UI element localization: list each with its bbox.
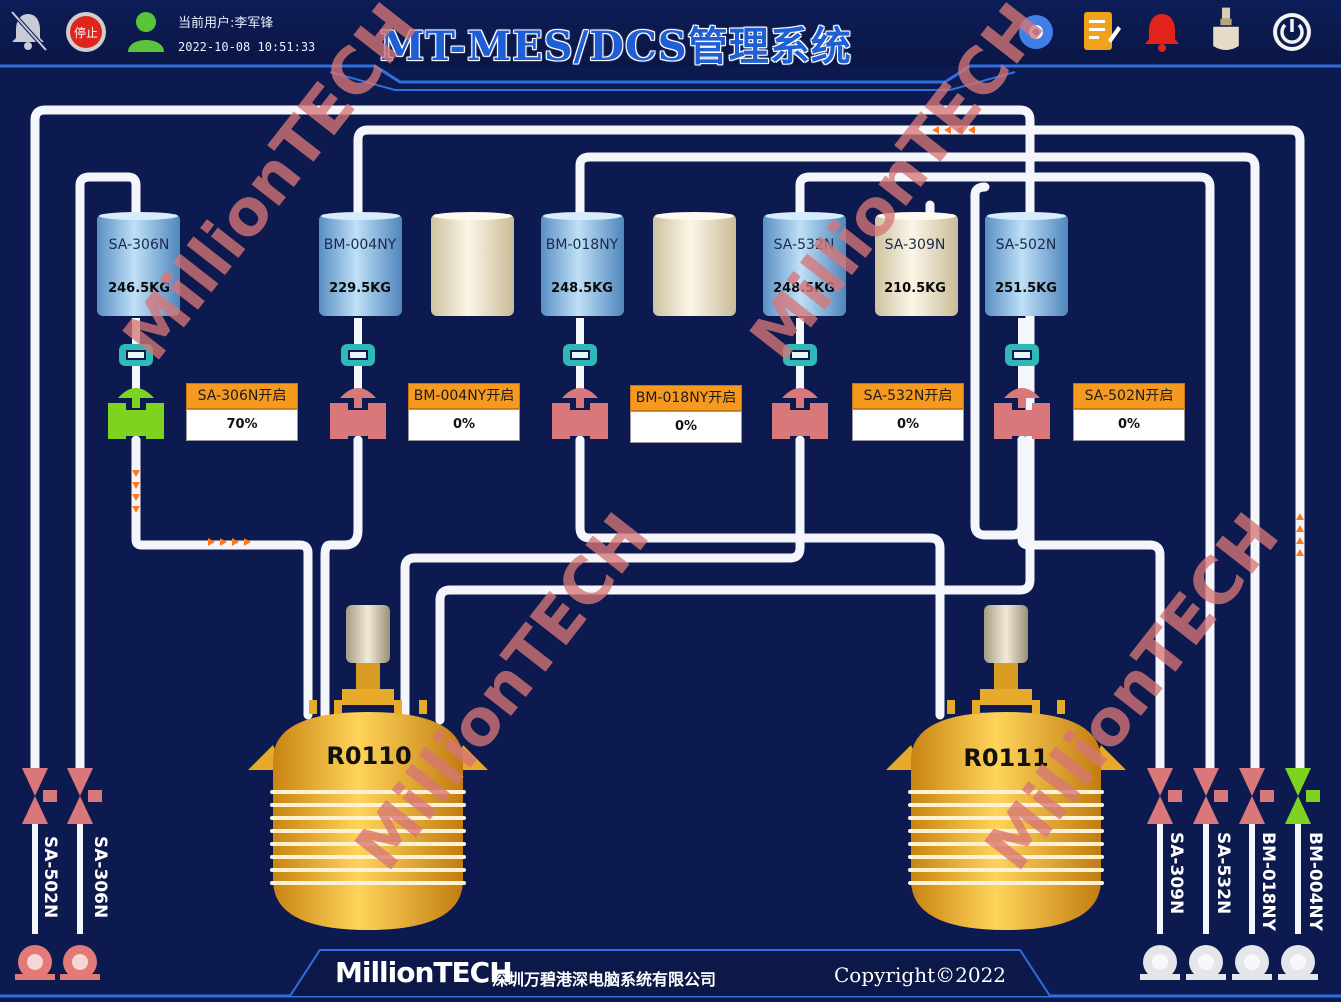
- control-valve[interactable]: [994, 388, 1050, 439]
- footer-copyright: Copyright©2022: [834, 963, 1007, 987]
- transfer-pump-icon[interactable]: [1140, 945, 1180, 980]
- header: 停止 当前用户:李军锋 2022-10-08 10:51:33 MT-MES/D…: [0, 0, 1341, 84]
- user-icon[interactable]: [124, 6, 168, 54]
- flow-meter-icon: [563, 318, 597, 398]
- reactor-vessel[interactable]: [248, 605, 488, 930]
- reactor-icon[interactable]: [1204, 6, 1248, 54]
- valve-group: [108, 388, 1050, 439]
- storage-tank[interactable]: [985, 212, 1068, 316]
- pump-group: [15, 768, 1320, 980]
- outlet-valve[interactable]: [22, 768, 57, 934]
- valve-label: SA-306N开启: [186, 383, 298, 409]
- flow-meter-icon: [1005, 318, 1039, 398]
- pump-label: SA-532N: [1213, 832, 1233, 915]
- outlet-valve[interactable]: [1239, 768, 1274, 934]
- bell-muted-icon[interactable]: [6, 6, 50, 54]
- header-frame: [0, 64, 1341, 84]
- current-user-label: 当前用户:李军锋: [178, 16, 274, 31]
- tank-name: BM-018NY: [545, 237, 619, 253]
- flow-meter-icon: [341, 318, 375, 398]
- footer-panel: [289, 949, 1051, 997]
- flow-meter-icon: [119, 318, 153, 398]
- transfer-pump-icon[interactable]: [1186, 945, 1226, 980]
- tank-weight: 246.5KG: [108, 281, 170, 296]
- pump-label: BM-004NY: [1305, 832, 1325, 931]
- alarm-icon[interactable]: [1140, 6, 1184, 54]
- transfer-pump-icon[interactable]: [60, 945, 100, 980]
- reactor-name: R0110: [326, 742, 412, 770]
- storage-tank[interactable]: [763, 212, 846, 316]
- header-frame-inner: [329, 71, 1016, 91]
- meter-group: [119, 318, 1039, 398]
- storage-tank[interactable]: [875, 212, 958, 316]
- pump-label: BM-018NY: [1258, 832, 1278, 931]
- page-title: MT-MES/DCS管理系统: [380, 23, 852, 70]
- outlet-valve[interactable]: [1285, 768, 1320, 934]
- valve-label: BM-004NY开启: [408, 383, 520, 409]
- tank-name: SA-309N: [884, 237, 946, 253]
- valve-open-percent: 0%: [1073, 409, 1185, 441]
- transfer-pump-icon[interactable]: [1278, 945, 1318, 980]
- footer-brand-logo: MillionTECH: [335, 956, 513, 989]
- storage-tank[interactable]: [541, 212, 624, 316]
- valve-status-panel[interactable]: BM-018NY开启 0%: [630, 385, 742, 443]
- power-icon[interactable]: [1270, 6, 1314, 54]
- tank-weight: 251.5KG: [995, 281, 1057, 296]
- flow-arrows: [132, 126, 1304, 556]
- tank-name: SA-306N: [108, 237, 170, 253]
- tank-group: [97, 212, 1068, 316]
- storage-tank[interactable]: [319, 212, 402, 316]
- tank-weight: 229.5KG: [329, 281, 391, 296]
- valve-status-panel[interactable]: SA-306N开启 70%: [186, 383, 298, 441]
- settings-icon[interactable]: [1014, 6, 1058, 54]
- outlet-valve[interactable]: [1147, 768, 1182, 934]
- valve-status-panel[interactable]: SA-532N开启 0%: [852, 383, 964, 441]
- tank-name: SA-532N: [773, 237, 835, 253]
- tank-name: SA-502N: [995, 237, 1057, 253]
- footer-company: 深圳万碧港深电脑系统有限公司: [492, 970, 717, 989]
- reactor-name: R0111: [963, 744, 1049, 772]
- valve-label: SA-502N开启: [1073, 383, 1185, 409]
- stop-button-label: 停止: [74, 25, 98, 40]
- control-valve[interactable]: [108, 388, 164, 439]
- datetime-display: 2022-10-08 10:51:33: [178, 40, 316, 54]
- valve-status-panel[interactable]: SA-502N开启 0%: [1073, 383, 1185, 441]
- stop-button[interactable]: 停止: [64, 6, 108, 54]
- valve-open-percent: 0%: [630, 411, 742, 443]
- flow-meter-icon: [783, 318, 817, 398]
- valve-open-percent: 0%: [408, 409, 520, 441]
- control-valve[interactable]: [772, 388, 828, 439]
- tank-weight: 210.5KG: [884, 281, 946, 296]
- outlet-valve[interactable]: [1193, 768, 1228, 934]
- outlet-valve[interactable]: [67, 768, 102, 934]
- tank-weight: 248.5KG: [551, 281, 613, 296]
- storage-tank[interactable]: [431, 212, 514, 316]
- control-valve[interactable]: [552, 388, 608, 439]
- valve-status-panel[interactable]: BM-004NY开启 0%: [408, 383, 520, 441]
- transfer-pump-icon[interactable]: [15, 945, 55, 980]
- pump-label: SA-309N: [1166, 832, 1186, 915]
- notes-icon[interactable]: [1078, 6, 1122, 54]
- reactor-vessel[interactable]: [886, 605, 1126, 930]
- valve-label: SA-532N开启: [852, 383, 964, 409]
- tank-weight: 248.5KG: [773, 281, 835, 296]
- storage-tank[interactable]: [653, 212, 736, 316]
- storage-tank[interactable]: [97, 212, 180, 316]
- control-valve[interactable]: [330, 388, 386, 439]
- transfer-pump-icon[interactable]: [1232, 945, 1272, 980]
- tank-name: BM-004NY: [323, 237, 397, 253]
- pump-label: SA-306N: [90, 836, 110, 919]
- valve-open-percent: 0%: [852, 409, 964, 441]
- reactor-group: [248, 605, 1126, 930]
- pump-label: SA-502N: [40, 836, 60, 919]
- valve-label: BM-018NY开启: [630, 385, 742, 411]
- valve-open-percent: 70%: [186, 409, 298, 441]
